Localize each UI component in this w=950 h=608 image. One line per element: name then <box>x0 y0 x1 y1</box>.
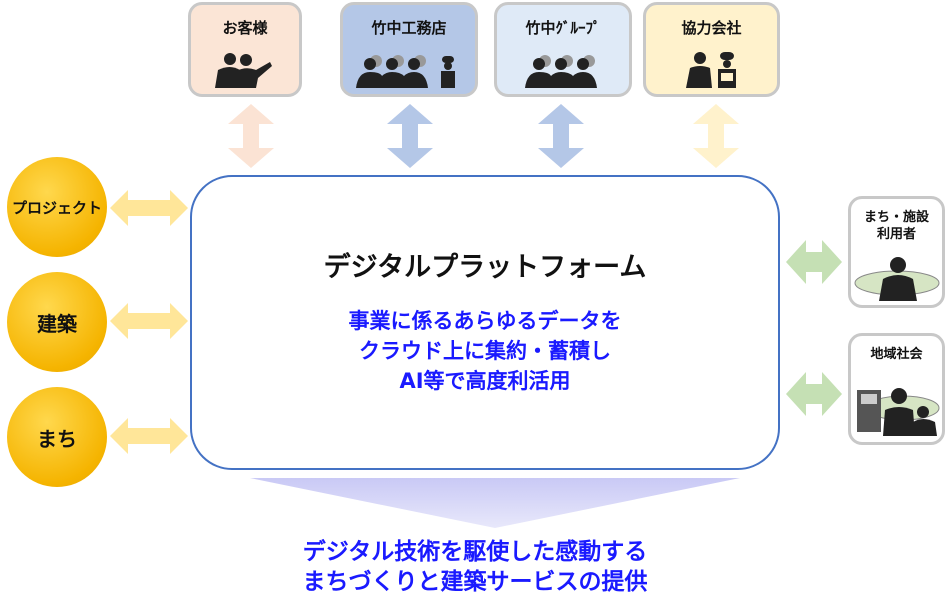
community-icon <box>857 388 940 436</box>
stakeholder-label: 竹中ｸﾞﾙｰﾌﾟ <box>525 19 601 37</box>
stakeholder-partners: 協力会社 <box>643 2 780 97</box>
platform-line: 事業に係るあらゆるデータを <box>348 309 622 333</box>
bidirectional-arrow-icon <box>110 418 188 454</box>
people-icon <box>356 55 455 88</box>
outcome-text: デジタル技術を駆使した感動する まちづくりと建築サービスの提供 <box>0 537 950 597</box>
platform-line: AI等で高度利活用 <box>399 369 571 393</box>
people-icon <box>525 55 597 88</box>
stakeholder-takenaka: 竹中工務店 <box>340 2 478 97</box>
platform-title: デジタルプラットフォーム <box>323 252 647 283</box>
stakeholder-local-community: 地域社会 <box>848 333 945 445</box>
stakeholder-label: 地域社会 <box>870 347 923 362</box>
bidirectional-arrow-icon <box>228 104 274 168</box>
bidirectional-arrow-icon <box>693 104 739 168</box>
domain-architecture: 建築 <box>7 272 107 372</box>
bidirectional-arrow-icon <box>387 104 433 168</box>
bidirectional-arrow-icon <box>786 240 842 284</box>
bidirectional-arrow-icon <box>110 190 188 226</box>
domain-project: プロジェクト <box>7 157 107 257</box>
outcome-line: デジタル技術を駆使した感動する <box>302 539 648 565</box>
domain-town: まち <box>7 387 107 487</box>
stakeholder-label: 協力会社 <box>681 19 742 37</box>
stakeholder-label: まち・施設 利用者 <box>863 210 929 242</box>
stakeholder-customer: お客様 <box>188 2 302 97</box>
domain-label: 建築 <box>37 311 77 336</box>
stakeholder-takenaka-group: 竹中ｸﾞﾙｰﾌﾟ <box>494 2 632 97</box>
platform-line: クラウド上に集約・蓄積し <box>359 339 611 363</box>
bidirectional-arrow-icon <box>538 104 584 168</box>
downward-output-arrow <box>250 478 740 528</box>
domain-label: プロジェクト <box>11 198 102 217</box>
people-icon <box>685 52 736 88</box>
stakeholder-label: お客様 <box>222 19 268 37</box>
bidirectional-arrow-icon <box>786 372 842 416</box>
person-icon <box>854 257 940 301</box>
outcome-line: まちづくりと建築サービスの提供 <box>302 569 648 595</box>
people-icon <box>215 53 272 88</box>
stakeholder-label: 竹中工務店 <box>371 19 447 37</box>
stakeholder-facility-users: まち・施設 利用者 <box>848 196 945 308</box>
digital-platform-box: デジタルプラットフォーム 事業に係るあらゆるデータを クラウド上に集約・蓄積し … <box>190 175 780 470</box>
domain-label: まち <box>37 426 77 451</box>
bidirectional-arrow-icon <box>110 303 188 339</box>
platform-description: 事業に係るあらゆるデータを クラウド上に集約・蓄積し AI等で高度利活用 <box>192 306 778 396</box>
